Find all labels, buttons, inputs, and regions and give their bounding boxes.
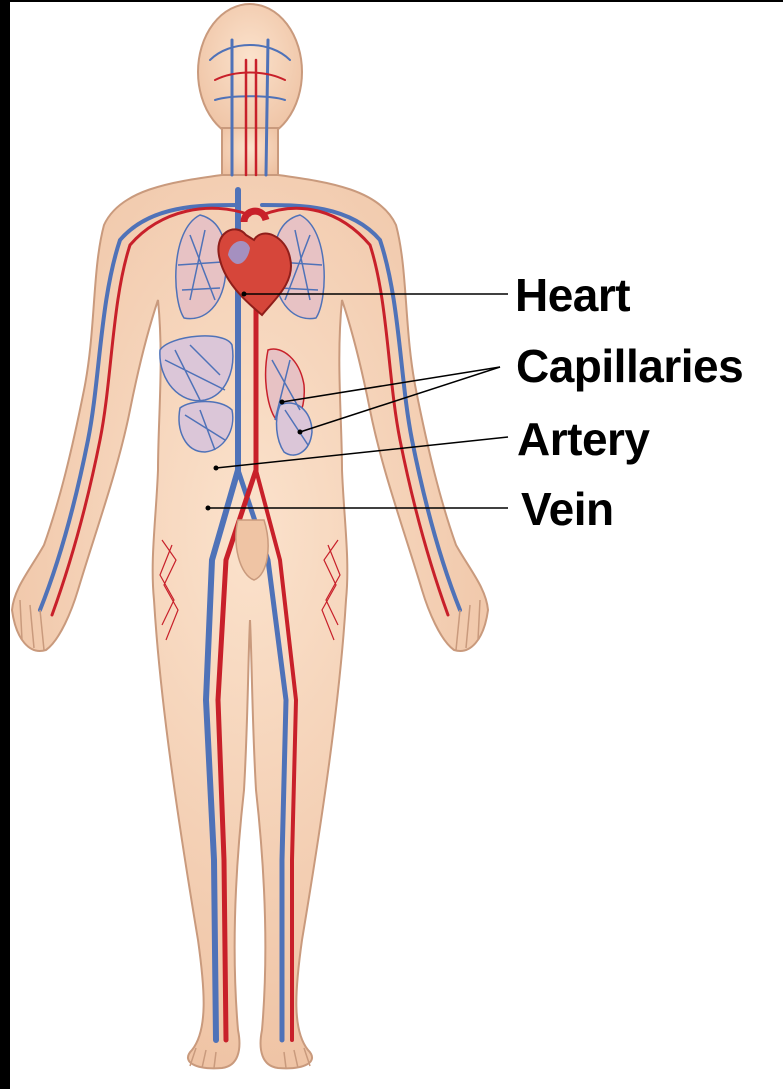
capillaries-label: Capillaries <box>516 343 743 389</box>
extremity-details <box>20 600 480 1068</box>
artery-label: Artery <box>517 416 650 462</box>
vein-label: Vein <box>521 486 614 532</box>
heart-label: Heart <box>515 272 630 318</box>
